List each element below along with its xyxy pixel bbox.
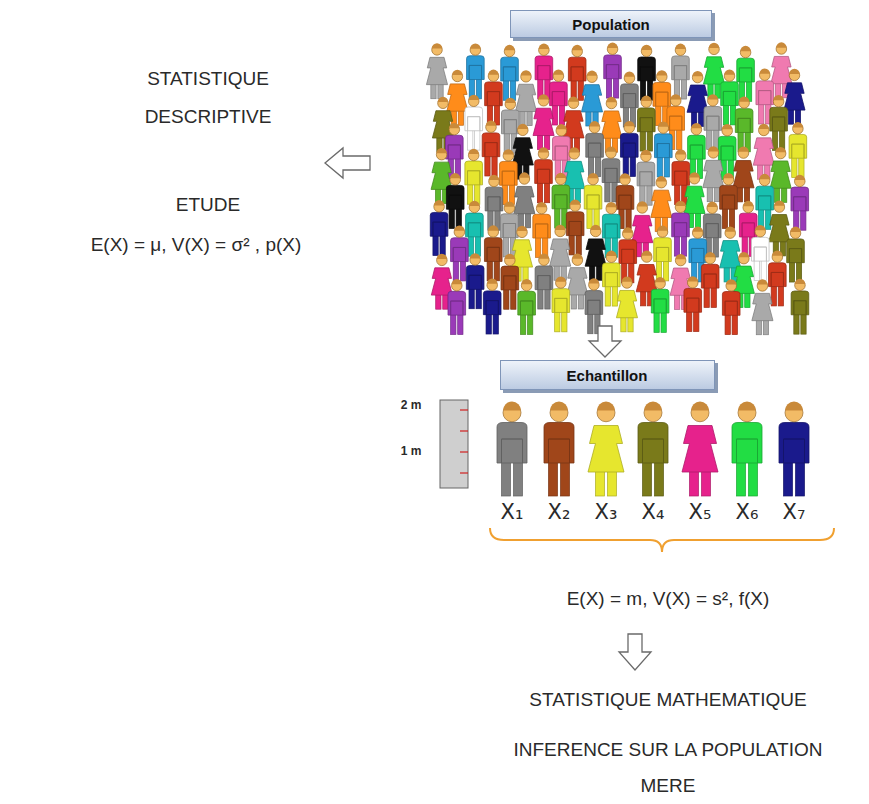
person-figure xyxy=(586,121,604,176)
section-tab: Population xyxy=(510,10,712,38)
person-figure xyxy=(603,251,621,306)
person-figure xyxy=(620,121,638,176)
method-step: INFERENCE SUR LA POPULATION MERE xyxy=(503,732,833,804)
population-crowd xyxy=(426,42,808,334)
sample-variable: X₆ xyxy=(736,500,759,524)
sample-statistics: E(X) = m, V(X) = s², f(X) xyxy=(567,588,770,610)
ruler-mark: 2 m xyxy=(401,398,422,412)
person-figure xyxy=(770,95,788,150)
tab-title: Population xyxy=(572,16,650,33)
person-figure xyxy=(483,279,501,334)
person-figure xyxy=(779,402,809,497)
person-figure xyxy=(672,44,690,99)
person-figure xyxy=(518,279,536,334)
person-figure xyxy=(735,96,753,151)
person-figure xyxy=(621,72,639,127)
person-figure xyxy=(584,173,602,228)
person-figure xyxy=(448,279,466,334)
sample-variable: X₄ xyxy=(642,500,665,524)
sample-variable: X₅ xyxy=(689,500,712,524)
sample-variable: X₇ xyxy=(783,500,806,524)
person-figure xyxy=(501,254,519,309)
person-figure xyxy=(544,402,574,497)
height-ruler xyxy=(440,400,468,488)
person-figure xyxy=(451,225,469,280)
person-figure xyxy=(466,253,484,308)
person-figure xyxy=(446,173,464,228)
person-figure xyxy=(581,71,602,126)
tab-title: Echantillon xyxy=(567,367,648,384)
person-figure xyxy=(467,43,485,98)
person-figure xyxy=(604,43,622,98)
method-title: STATISTIQUE DESCRIPTIVE xyxy=(123,60,293,136)
person-figure xyxy=(751,225,769,280)
sample-variable: X₁ xyxy=(501,500,524,524)
down-arrow xyxy=(619,634,651,670)
sample-brace xyxy=(490,528,834,552)
person-figure xyxy=(616,276,637,331)
person-figure xyxy=(533,94,554,149)
sample-people xyxy=(497,402,809,497)
person-figure xyxy=(722,279,740,334)
person-figure xyxy=(497,402,527,497)
person-figure xyxy=(651,176,672,231)
down-arrow xyxy=(589,326,621,357)
person-figure xyxy=(484,225,502,280)
person-figure xyxy=(655,122,673,177)
person-figure xyxy=(533,202,551,257)
person-figure xyxy=(682,402,718,497)
person-figure xyxy=(651,277,669,332)
person-figure xyxy=(791,175,809,230)
sample-variable: X₂ xyxy=(548,500,571,524)
person-figure xyxy=(787,227,805,282)
person-figure xyxy=(485,70,503,125)
person-figure xyxy=(638,402,668,497)
person-figure xyxy=(501,45,519,100)
population-parameters: E(X) = μ, V(X) = σ² , p(X) xyxy=(91,234,302,256)
method-step: ETUDE xyxy=(176,194,240,216)
person-figure xyxy=(601,97,622,152)
person-figure xyxy=(688,123,706,178)
person-figure xyxy=(465,95,483,150)
person-figure xyxy=(737,46,755,101)
left-arrow xyxy=(325,148,370,178)
person-figure xyxy=(535,254,553,309)
person-figure xyxy=(637,96,655,151)
person-figure xyxy=(672,201,690,256)
person-figure xyxy=(552,276,570,331)
section-tab: Echantillon xyxy=(500,360,715,390)
person-figure xyxy=(430,200,448,255)
person-figure xyxy=(769,250,787,305)
person-figure xyxy=(485,175,503,230)
ruler-mark: 1 m xyxy=(401,444,422,458)
method-title: STATISTIQUE MATHEMATIQUE xyxy=(529,689,806,711)
person-figure xyxy=(701,252,719,307)
person-figure xyxy=(426,43,447,98)
person-figure xyxy=(789,122,807,177)
person-figure xyxy=(535,147,553,202)
person-figure xyxy=(791,279,809,334)
person-figure xyxy=(684,276,702,331)
person-figure xyxy=(654,225,672,280)
person-figure xyxy=(465,149,483,204)
person-figure xyxy=(482,121,500,176)
person-figure xyxy=(619,227,637,282)
person-figure xyxy=(720,173,738,228)
person-figure xyxy=(637,150,655,205)
person-figure xyxy=(752,279,773,334)
person-figure xyxy=(732,402,762,497)
person-figure xyxy=(588,402,624,497)
sample-variable: X₃ xyxy=(595,500,618,524)
